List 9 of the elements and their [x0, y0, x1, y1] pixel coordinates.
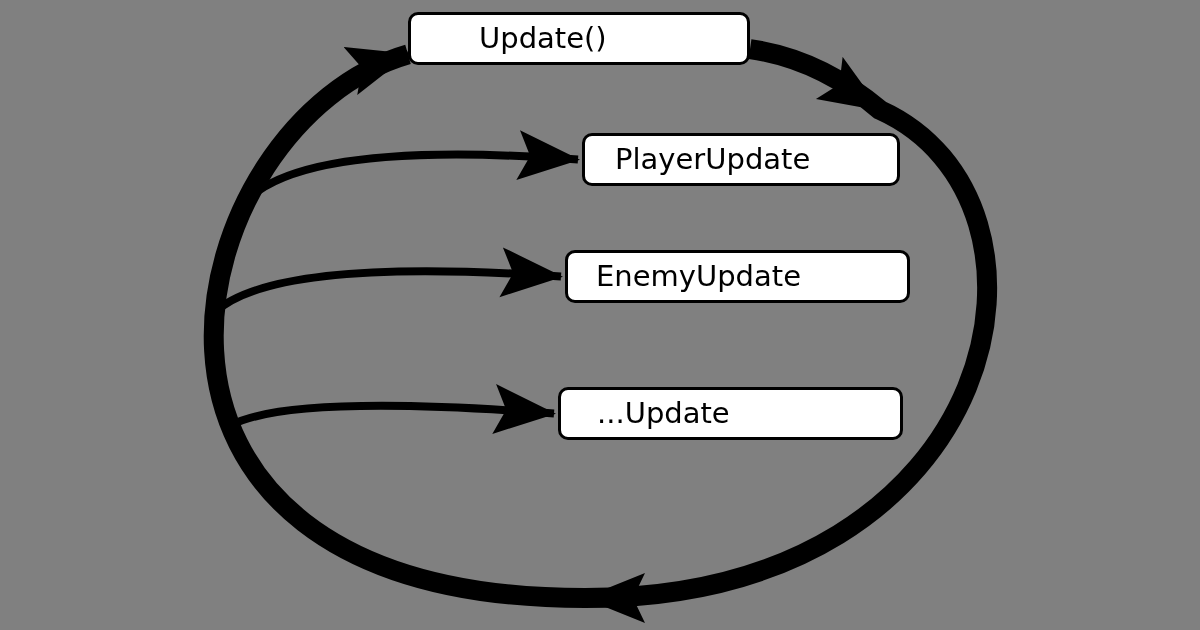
box-label: ...Update — [597, 399, 730, 428]
box-label: PlayerUpdate — [615, 145, 811, 174]
loop-arrow — [203, 39, 998, 623]
box-label: EnemyUpdate — [596, 262, 801, 291]
box-label: Update() — [479, 24, 607, 53]
process-box — [408, 12, 750, 65]
process-box — [558, 387, 903, 440]
process-box — [565, 250, 910, 303]
process-box — [582, 133, 900, 186]
